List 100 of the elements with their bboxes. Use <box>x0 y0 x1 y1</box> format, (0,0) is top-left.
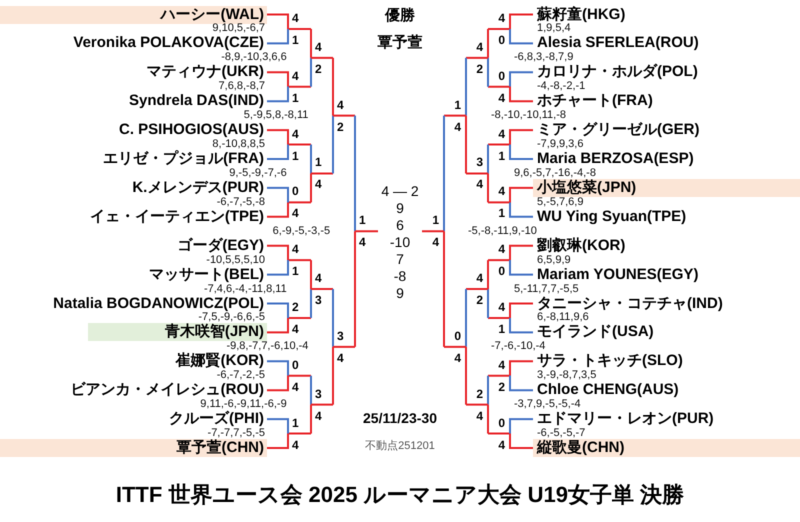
champion-name: 覃予萱 <box>378 34 422 52</box>
match-score: 4 <box>359 236 366 250</box>
match-score: 4 <box>454 120 461 134</box>
game-scores: -7,5,-9,-6,6,-5 <box>198 312 265 324</box>
game-scores: -5,-8,-11,9,-10 <box>468 226 537 237</box>
bracket-line <box>267 129 289 160</box>
match-score: 4 <box>292 322 299 336</box>
match-score: 4 <box>292 380 299 394</box>
game-scores: -8,9,-10,3,6,6 <box>221 52 287 64</box>
match-score: 4 <box>315 40 322 54</box>
player-name: Natalia BOGDANOWICZ(POL) <box>53 294 267 312</box>
match-score: 2 <box>476 388 483 401</box>
player-name: エリゼ・プジョル(FRA) <box>103 150 267 168</box>
final-score: 6 <box>396 217 404 233</box>
bracket-line <box>509 71 533 102</box>
match-score: 0 <box>498 34 505 47</box>
game-scores: 7,6,8,-8,7 <box>218 81 265 92</box>
match-score: 4 <box>476 410 483 423</box>
match-score: 4 <box>498 92 505 105</box>
match-score: 1 <box>498 322 505 336</box>
date-text: 25/11/23-30 <box>363 410 437 426</box>
player-name: WU Ying Syuan(TPE) <box>533 208 686 226</box>
final-score: -8 <box>394 268 406 284</box>
match-score: 4 <box>476 40 483 54</box>
player-name: 青木咲智(JPN) <box>88 323 267 342</box>
player-name: ゴーダ(EGY) <box>177 236 267 255</box>
player-name: サラ・トキッチ(SLO) <box>533 352 683 370</box>
match-score: 4 <box>432 236 439 250</box>
bracket-line <box>509 186 533 218</box>
final-score: 9 <box>396 200 404 216</box>
game-scores: 5,-11,7,7,-5,5 <box>514 284 579 295</box>
match-score: 4 <box>454 352 461 365</box>
match-score: 2 <box>498 380 505 394</box>
player-name: Chloe CHENG(AUS) <box>533 381 679 400</box>
game-scores: -6,-7,-5,-8 <box>216 196 265 208</box>
player-name: 覃予萱(CHN) <box>0 439 267 457</box>
game-scores: 1,9,5,4 <box>537 23 571 34</box>
player-name: ビアンカ・メイレシュ(ROU) <box>70 381 267 400</box>
game-scores: -7,-6,-10,-4 <box>491 341 546 352</box>
player-name: ミア・グリーゼル(GER) <box>533 121 700 140</box>
match-score: 1 <box>432 214 439 228</box>
match-score: 4 <box>337 352 344 365</box>
match-score: 3 <box>315 294 322 308</box>
match-score: 3 <box>337 330 344 343</box>
game-scores: 8,-10,8,8,5 <box>212 139 265 150</box>
match-score: 2 <box>315 62 322 76</box>
bracket-line <box>509 418 533 449</box>
player-name: 縦歌曼(CHN) <box>533 439 800 457</box>
match-score: 1 <box>315 156 322 170</box>
bracket-line <box>509 14 533 44</box>
match-score: 2 <box>476 62 483 76</box>
match-score: 2 <box>476 294 483 308</box>
game-scores: 6,-9,-5,-3,-5 <box>272 226 330 237</box>
player-name: カロリナ・ホルダ(POL) <box>533 63 698 82</box>
player-name: 小塩悠菜(JPN) <box>533 178 800 197</box>
player-name: モイランド(USA) <box>533 323 654 342</box>
bracket-line <box>509 302 533 334</box>
match-score: 4 <box>292 243 299 256</box>
game-scores: 9,6,-5,7,-16,-4,-8 <box>514 168 596 179</box>
bracket-line <box>267 71 289 102</box>
game-scores: 5,-5,7,6,9 <box>537 196 584 208</box>
bracket-line <box>267 360 289 392</box>
final-score: -10 <box>390 234 410 250</box>
match-score: 4 <box>315 178 322 192</box>
match-score: 0 <box>498 70 505 83</box>
title: ITTF 世界ユース会 2025 ルーマニア大会 U19女子単 決勝 <box>116 482 684 508</box>
match-score: 3 <box>476 156 483 170</box>
game-scores: -8,-10,-10,11,-8 <box>491 110 566 122</box>
player-name: Alesia SFERLEA(ROU) <box>533 34 699 52</box>
match-score: 4 <box>498 438 505 452</box>
match-score: 2 <box>292 300 299 314</box>
match-score: 0 <box>454 330 461 343</box>
match-score: 4 <box>498 300 505 314</box>
match-score: 4 <box>292 438 299 452</box>
player-name: ハーシー(WAL) <box>0 6 267 24</box>
game-scores: -3,7,9,-5,-5,-4 <box>514 399 581 410</box>
player-name: イェ・イーティエン(TPE) <box>90 208 267 226</box>
match-score: 4 <box>498 358 505 372</box>
game-scores: -6,-7,-2,-5 <box>216 370 265 382</box>
player-name: Maria BERZOSA(ESP) <box>533 150 694 168</box>
game-scores: -6,8,3,-8,7,9 <box>514 52 574 64</box>
player-name: 崔娜賢(KOR) <box>176 352 267 370</box>
game-scores: 9,10,5,-6,7 <box>212 23 265 34</box>
player-name: K.メレンデス(PUR) <box>132 178 267 197</box>
match-score: 4 <box>476 178 483 192</box>
game-scores: -7,-7,7,-5,-5 <box>208 428 265 440</box>
credit-text: 不動点251201 <box>365 440 435 453</box>
match-score: 4 <box>476 272 483 286</box>
bracket-line <box>509 244 533 276</box>
player-name: タニーシャ・コテチャ(IND) <box>533 294 723 312</box>
match-score: 0 <box>498 416 505 430</box>
game-scores: 5,-9,5,8,-8,11 <box>244 110 308 122</box>
game-scores: -9,8,-7,7,-6,10,-4 <box>226 341 308 352</box>
player-name: 劉叡琳(KOR) <box>533 236 626 255</box>
bracket-line <box>267 186 289 218</box>
game-scores: -7,4,6,-4,-11,8,11 <box>204 284 287 295</box>
game-scores: -10,5,5,5,10 <box>206 254 265 266</box>
match-score: 1 <box>292 150 299 163</box>
match-score: 4 <box>498 128 505 141</box>
match-score: 1 <box>454 98 461 112</box>
